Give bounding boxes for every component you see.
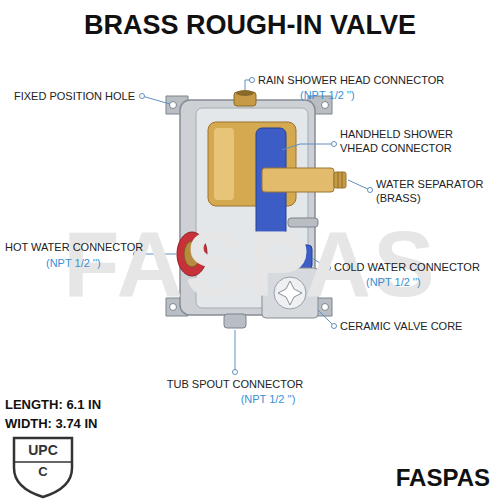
thread-size: (NPT 1/2 '') [300, 88, 355, 102]
part-label: RAIN SHOWER HEAD CONNECTOR [258, 73, 444, 87]
certification-mark: UPC [28, 441, 58, 459]
part-label: HANDHELD SHOWER VHEAD CONNECTOR [340, 127, 460, 156]
separator-stem [262, 168, 334, 192]
dimension: WIDTH: 3.74 IN [5, 416, 97, 433]
thread-size: (NPT 1/2 '') [46, 256, 101, 270]
part-label: WATER SEPARATOR (BRASS) [376, 177, 486, 206]
part-label: CERAMIC VALVE CORE [340, 319, 462, 333]
part-label: COLD WATER CONNECTOR [334, 260, 480, 274]
brass-highlight [214, 128, 234, 200]
thread-size: (NPT 1/2 '') [241, 392, 296, 406]
diagram-title: BRASS ROUGH-IN VALVE [84, 8, 416, 43]
tub-outlet [224, 314, 246, 328]
rain-outlet-bore [236, 90, 254, 96]
certification-mark: C [38, 464, 47, 481]
part-label: HOT WATER CONNECTOR [5, 240, 143, 254]
separator-tip [334, 172, 346, 188]
upc-shield [14, 438, 72, 497]
part-label: FIXED POSITION HOLE [14, 89, 135, 103]
part-label: TUB SPOUT CONNECTOR [167, 377, 304, 391]
dimension: LENGTH: 6.1 IN [5, 397, 101, 414]
brand-logo: FASPAS [396, 462, 490, 493]
thread-size: (NPT 1/2 '') [366, 275, 421, 289]
